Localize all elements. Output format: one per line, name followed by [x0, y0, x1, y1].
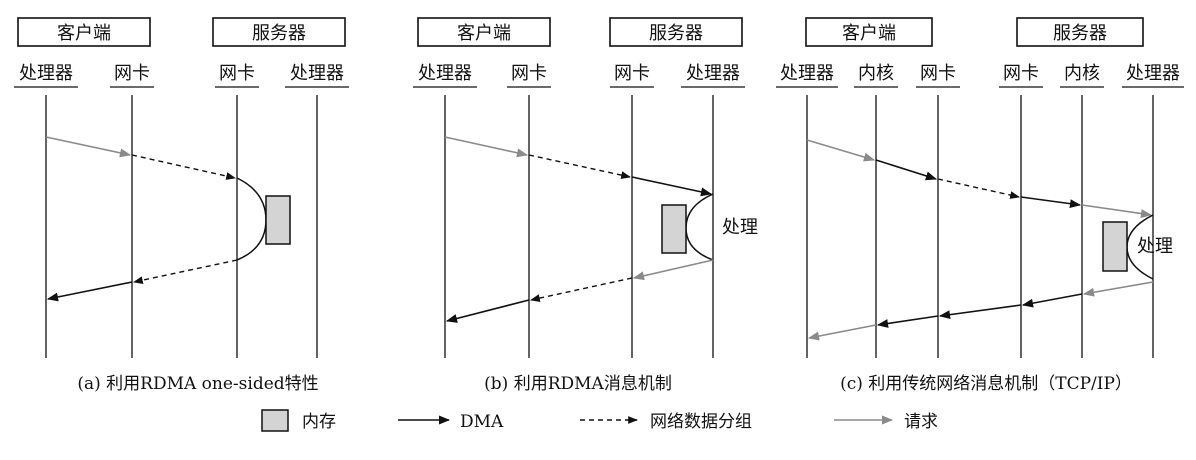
- legend-dma-label: DMA: [460, 412, 504, 432]
- server-box: [212, 17, 346, 47]
- request-arrow: [806, 139, 876, 162]
- column-label: 网卡: [1003, 63, 1039, 84]
- request-arrow: [45, 136, 132, 158]
- data-packet-arrow: [937, 178, 1020, 199]
- server-title: 服务器: [1053, 23, 1107, 44]
- client-title: 客户端: [457, 23, 511, 44]
- dma-arrow: [445, 299, 530, 323]
- memory-block: [265, 195, 291, 245]
- data-packet-arrow: [131, 154, 236, 180]
- client-box: [417, 17, 551, 47]
- process-label: 处理: [722, 217, 758, 238]
- legend-data-packet-label: 网络数据分组: [650, 412, 752, 432]
- data-packet-arrow: [133, 259, 238, 284]
- panel-caption: (b) 利用RDMA消息机制: [484, 374, 672, 394]
- column-label: 网卡: [114, 63, 150, 84]
- column-label: 内核: [1064, 63, 1100, 84]
- column-label: 处理器: [290, 63, 344, 84]
- dma-access-curve: [236, 177, 267, 261]
- dma-access-curve: [685, 193, 714, 261]
- dma-arrow: [1021, 293, 1083, 308]
- client-box: [805, 17, 933, 47]
- request-arrow: [444, 136, 529, 158]
- dma-arrow: [875, 159, 938, 181]
- legend: 内存 DMA 网络数据分组 请求: [261, 409, 938, 432]
- legend-request-label: 请求: [904, 412, 938, 432]
- dma-arrow: [46, 281, 133, 302]
- column-label: 网卡: [614, 63, 650, 84]
- request-arrow: [807, 324, 877, 341]
- column-label: 处理器: [780, 63, 834, 84]
- dma-arrow: [876, 315, 939, 328]
- request-arrow: [1081, 204, 1153, 218]
- server-box: [609, 17, 743, 47]
- panel-caption: (a) 利用RDMA one-sided特性: [77, 374, 318, 394]
- panel-a: 客户端 服务器 处理器 网卡 网卡 处理器 (a) 利用RDMA one-sid…: [14, 17, 349, 394]
- client-box: [17, 17, 151, 47]
- dma-arrow: [938, 304, 1022, 320]
- client-title: 客户端: [57, 23, 111, 44]
- request-arrow: [632, 259, 714, 281]
- server-box: [1016, 17, 1144, 47]
- column-label: 网卡: [920, 63, 956, 84]
- column-label: 内核: [858, 63, 894, 84]
- data-packet-arrow: [530, 277, 633, 302]
- server-title: 服务器: [649, 23, 703, 44]
- legend-memory-swatch: [261, 409, 289, 432]
- memory-block: [661, 204, 687, 254]
- client-title: 客户端: [842, 23, 896, 44]
- server-title: 服务器: [252, 23, 306, 44]
- panel-b: 客户端 服务器 处理器 网卡 网卡 处理器 处理 (b) 利用RDMA消息机制: [413, 17, 758, 394]
- column-label: 网卡: [219, 63, 255, 84]
- process-label: 处理: [1137, 236, 1173, 257]
- column-label: 网卡: [511, 63, 547, 84]
- request-arrow: [1082, 281, 1154, 297]
- column-label: 处理器: [19, 63, 73, 84]
- column-label: 处理器: [1126, 63, 1180, 84]
- data-packet-arrow: [528, 154, 631, 179]
- legend-memory-label: 内存: [302, 412, 336, 432]
- dma-arrow: [631, 176, 713, 197]
- panel-caption: (c) 利用传统网络消息机制（TCP/IP）: [840, 374, 1132, 394]
- column-label: 处理器: [686, 63, 740, 84]
- panel-c: 客户端 服务器 处理器 内核 网卡 网卡 内核 处理器 处理 (c): [776, 17, 1184, 394]
- memory-block: [1102, 221, 1128, 272]
- column-label: 处理器: [418, 63, 472, 84]
- dma-arrow: [1020, 196, 1082, 209]
